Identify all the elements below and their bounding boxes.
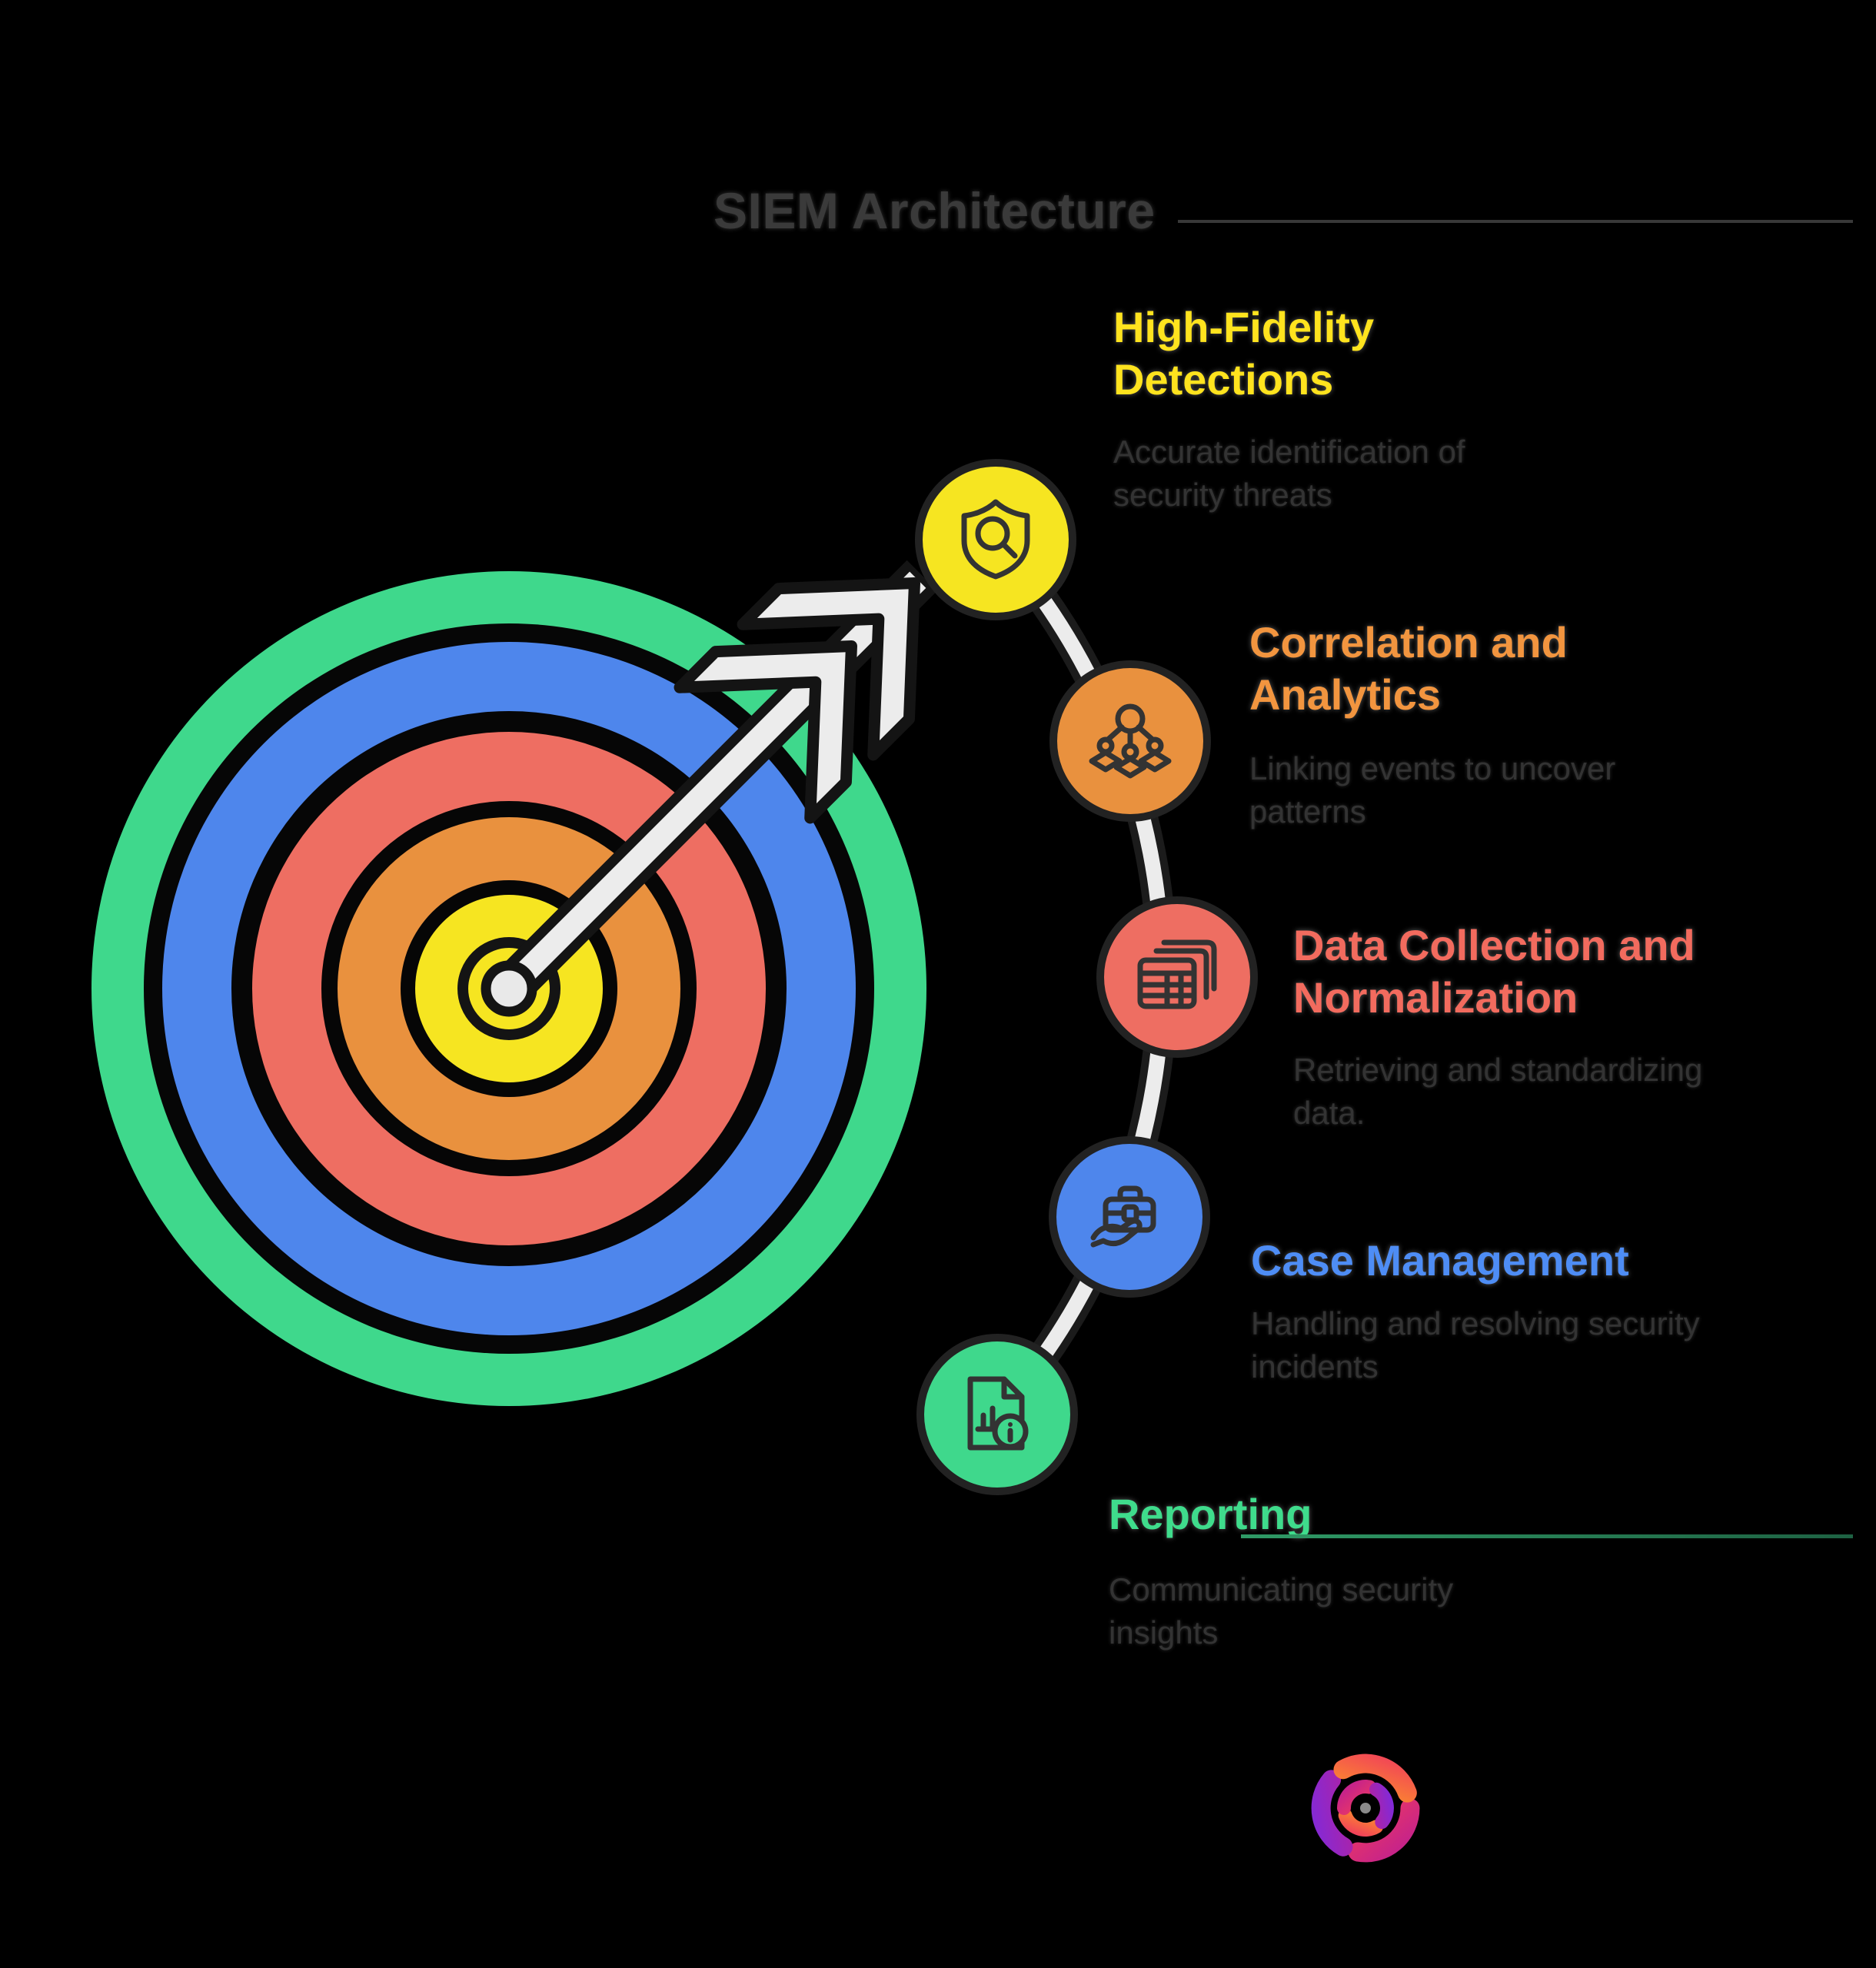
data-tables-icon — [1137, 939, 1217, 1009]
shield-search-icon — [961, 499, 1030, 580]
step-description-high-fidelity-detections: Accurate identification of security thre… — [1113, 434, 1465, 514]
step-description-case-management: Handling and resolving security incident… — [1251, 1305, 1700, 1385]
title-rule — [1178, 220, 1853, 223]
step-circle-case-management — [1049, 1136, 1210, 1298]
step-title-high-fidelity-detections: High-Fidelity Detections — [1113, 303, 1375, 404]
step-circle-reporting — [916, 1334, 1078, 1495]
step-description-reporting: Communicating security insights — [1109, 1571, 1454, 1651]
step-title-data-collection-normalization: Data Collection and Normalization — [1293, 921, 1695, 1022]
step-description-data-collection-normalization: Retrieving and standardizing data. — [1293, 1052, 1703, 1132]
step-circle-correlation-analytics — [1049, 660, 1211, 822]
org-network-icon — [1089, 703, 1172, 779]
step-circle-data-collection-normalization — [1096, 896, 1258, 1058]
report-info-icon — [967, 1376, 1029, 1451]
arrow-graphic — [481, 560, 938, 1017]
step-circle-high-fidelity-detections — [915, 459, 1076, 620]
step-description-correlation-analytics: Linking events to uncover patterns — [1249, 750, 1616, 830]
page-title: SIEM Architecture — [713, 182, 1156, 239]
step-title-reporting: Reporting — [1109, 1490, 1312, 1538]
arrow-tip-dot — [481, 960, 537, 1017]
brand-swirl-logo — [1311, 1754, 1420, 1863]
logo-center-dot — [1360, 1803, 1371, 1813]
briefcase-hand-icon — [1090, 1185, 1156, 1248]
step-title-case-management: Case Management — [1251, 1236, 1629, 1285]
reporting-underline — [1241, 1534, 1853, 1538]
bullseye-inner-ring — [457, 937, 560, 1040]
step-title-correlation-analytics: Correlation and Analytics — [1249, 618, 1568, 720]
arrow-fletching — [674, 577, 921, 824]
